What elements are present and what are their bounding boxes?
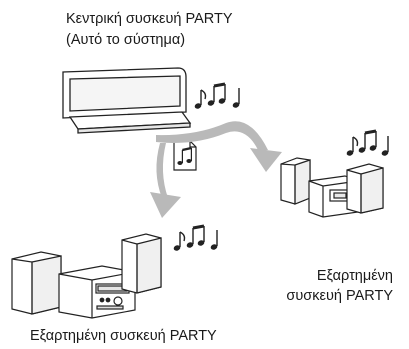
guest-device-right-label-line1: Εξαρτημένη [316,268,393,284]
host-device-icon [62,67,192,134]
host-device-sublabel: (Αυτό το σύστημα) [66,32,186,48]
music-notes-icon [193,82,241,111]
guest-device-bottom-icon [11,233,162,319]
guest-device-right-icon [280,157,384,218]
guest-device-bottom-label: Εξαρτημένη συσκευή PARTY [30,328,217,344]
guest-device-right-label: Εξαρτημένη συσκευή PARTY [286,266,393,306]
music-notes-icon [345,129,390,158]
music-notes-icon [172,224,219,253]
host-device-label: Κεντρική συσκευή PARTY [66,11,233,27]
guest-device-right-label-line2: συσκευή PARTY [286,288,393,304]
arrow-icon [150,121,282,218]
music-file-icon [173,140,197,171]
